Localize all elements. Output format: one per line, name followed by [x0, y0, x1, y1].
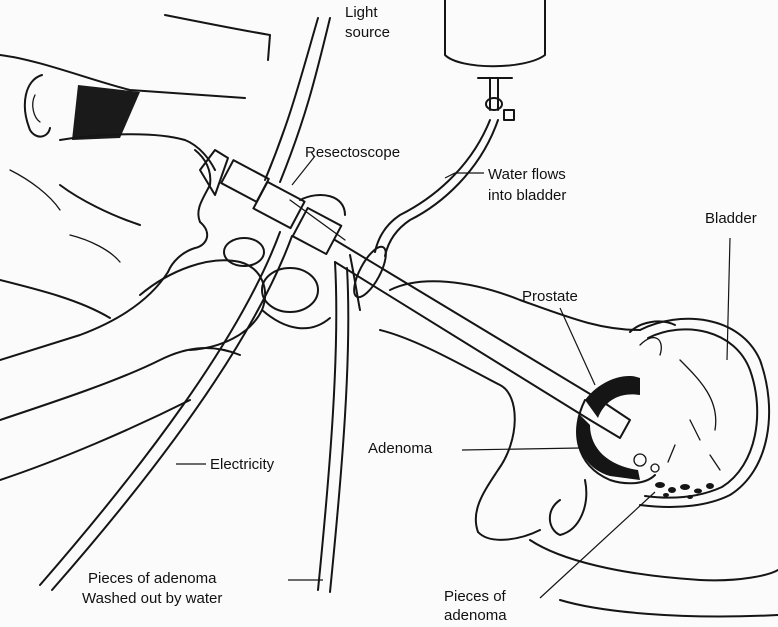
label-adenoma: Adenoma — [368, 440, 432, 458]
cap-band — [72, 85, 140, 140]
label-water-flows-line2: into bladder — [488, 187, 566, 205]
label-pieces-washed-line1: Pieces of adenoma — [88, 570, 216, 588]
leader-adenoma — [462, 448, 580, 450]
label-light-source-line2: source — [345, 24, 390, 42]
label-pieces-washed-line2: Washed out by water — [82, 590, 222, 608]
label-prostate: Prostate — [522, 288, 578, 306]
electricity-cable-2 — [52, 236, 292, 590]
label-bladder: Bladder — [705, 210, 757, 228]
label-water-flows-line1: Water flows — [488, 166, 566, 184]
leader-pieces — [540, 492, 655, 598]
electricity-cable — [40, 232, 280, 585]
label-light-source-line1: Light — [345, 4, 378, 22]
patient-anatomy — [380, 281, 778, 616]
water-bag — [375, 0, 545, 256]
label-resectoscope: Resectoscope — [305, 144, 400, 162]
drain-tube — [318, 262, 336, 590]
drain-stub — [350, 255, 360, 310]
label-pieces-line1: Pieces of — [444, 588, 506, 606]
surgeon-hands — [0, 195, 345, 480]
label-pieces-line2: adenoma — [444, 607, 507, 625]
label-electricity: Electricity — [210, 456, 274, 474]
adenoma-pieces — [634, 454, 714, 499]
